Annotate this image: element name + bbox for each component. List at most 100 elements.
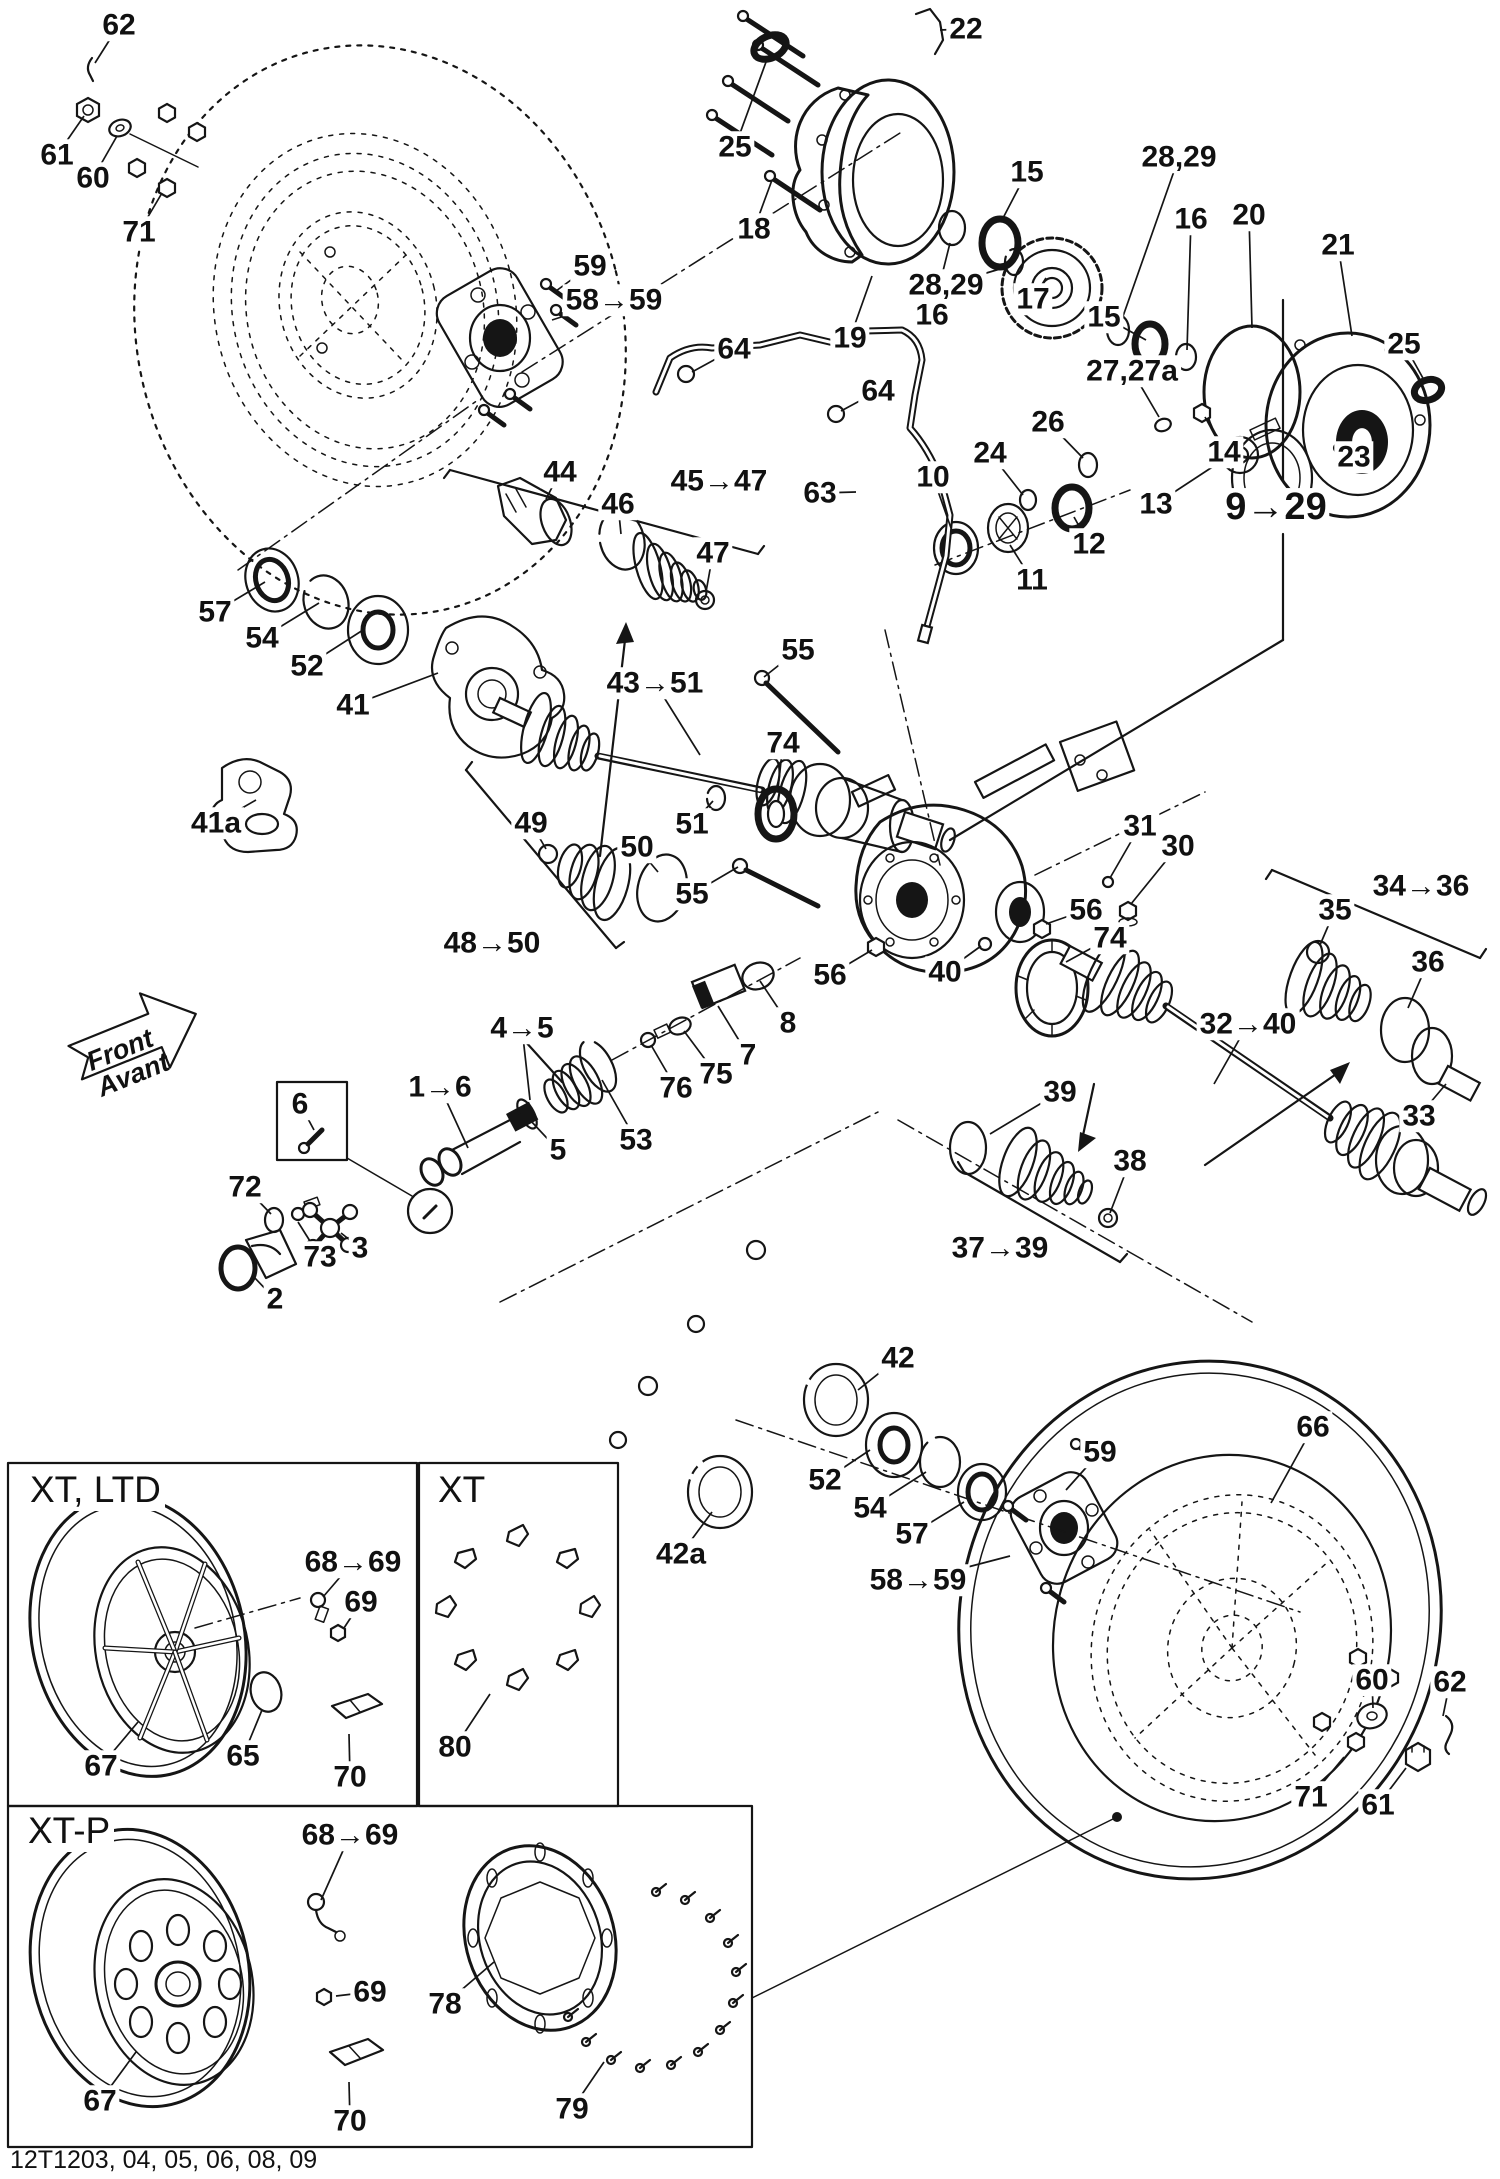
part-callout-56: 56	[1066, 894, 1106, 926]
part-callout-75: 75	[696, 1058, 736, 1090]
part-callout-15: 15	[1084, 301, 1124, 333]
part-callout-30: 30	[1158, 830, 1198, 862]
part-callout-5: 5	[546, 1134, 570, 1166]
part-callout-72: 72	[225, 1171, 265, 1203]
part-callout-1-6: 1→6	[405, 1071, 475, 1103]
part-callout-61: 61	[37, 139, 77, 171]
part-callout-7: 7	[736, 1039, 760, 1071]
inset-title-xt-ltd: XT, LTD	[26, 1469, 165, 1511]
stub-shaft-44	[496, 476, 573, 547]
part-callout-78: 78	[425, 1988, 465, 2020]
bearing-52	[346, 594, 410, 666]
stub-33	[1410, 1026, 1454, 1086]
nut-30	[1118, 900, 1138, 927]
part-callout-21: 21	[1318, 229, 1358, 261]
nut-14	[1192, 402, 1212, 424]
part-callout-60: 60	[1352, 1664, 1392, 1696]
ring-8	[741, 961, 775, 991]
part-callout-17: 17	[1013, 283, 1053, 315]
part-callout-9-29: 9→29	[1222, 487, 1330, 528]
seal-25	[750, 31, 790, 63]
part-callout-10: 10	[913, 461, 953, 493]
cover-19	[791, 86, 870, 264]
circlip-51	[705, 784, 727, 812]
assembly-arrow-down	[1078, 1082, 1096, 1152]
part-callout-62: 62	[1430, 1666, 1470, 1698]
nut-56b	[1032, 918, 1052, 940]
ring-39	[948, 1120, 988, 1176]
part-callout-61: 61	[1358, 1789, 1398, 1821]
bracket-9-29	[948, 298, 1285, 842]
front-left-tire	[133, 44, 627, 616]
part-callout-4-5: 4→5	[487, 1012, 557, 1044]
spacer-7	[690, 963, 747, 1010]
part-callout-52: 52	[805, 1464, 845, 1496]
part-callout-70: 70	[330, 1761, 370, 1793]
hose-fitting-64b	[826, 404, 846, 424]
inset-xt-ltd	[6, 1461, 419, 1808]
part-callout-12: 12	[1069, 528, 1109, 560]
part-callout-76: 76	[656, 1072, 696, 1104]
ring-24	[1018, 488, 1038, 512]
part-callout-42: 42	[878, 1342, 918, 1374]
rear-lug-hardware	[1312, 1647, 1454, 1773]
clamp-53	[578, 1039, 618, 1093]
leader-line-20	[1248, 214, 1253, 329]
left-halfshaft	[491, 691, 956, 854]
leader-line-28-29	[1120, 156, 1180, 323]
front-direction-arrow	[67, 992, 197, 1081]
valve-stem-68-69	[309, 1591, 330, 1623]
part-callout-43-51: 43→51	[603, 667, 707, 699]
part-callout-15: 15	[1007, 156, 1047, 188]
ring-31	[1101, 875, 1115, 889]
center-cap-65	[249, 1671, 283, 1713]
part-callout-57: 57	[892, 1518, 932, 1550]
mudflap-brackets-80	[434, 1523, 602, 1692]
bolt-55b	[731, 857, 821, 909]
front-wheel-hub	[237, 132, 901, 571]
yoke-2	[218, 1228, 298, 1292]
left-axle-group	[208, 468, 956, 950]
part-callout-11: 11	[1013, 564, 1051, 596]
part-callout-62: 62	[99, 9, 139, 41]
part-callout-55: 55	[672, 878, 712, 910]
part-callout-79: 79	[552, 2093, 592, 2125]
assembly-arrow	[598, 622, 634, 858]
tone-ring-74	[754, 785, 798, 843]
part-callout-24: 24	[970, 437, 1010, 469]
part-callout-23: 23	[1334, 441, 1374, 473]
valve-nut-69	[329, 1623, 347, 1643]
front-lug-hardware	[75, 56, 207, 199]
plug-49	[537, 843, 559, 865]
part-callout-13: 13	[1136, 488, 1176, 520]
part-callout-14: 14	[1204, 436, 1244, 468]
snap-ring-54b	[918, 1435, 962, 1489]
part-callout-16: 16	[1171, 203, 1211, 235]
part-callout-65: 65	[223, 1740, 263, 1772]
inset-title-xt: XT	[434, 1469, 490, 1511]
part-callout-40: 40	[925, 956, 965, 988]
prop-shaft-1-6	[419, 1039, 618, 1187]
clamp-47	[694, 589, 716, 611]
part-callout-18: 18	[734, 213, 774, 245]
part-callout-64: 64	[714, 333, 754, 365]
part-callout-56: 56	[810, 959, 850, 991]
part-callout-67: 67	[80, 2085, 120, 2117]
coupler-11	[986, 502, 1030, 554]
kit-bracket-48-50	[464, 760, 626, 950]
kit-bracket-34-36	[1264, 868, 1488, 960]
part-callout-73: 73	[300, 1241, 340, 1273]
part-callout-50: 50	[617, 831, 657, 863]
part-callout-39: 39	[1040, 1076, 1080, 1108]
part-callout-71: 71	[1291, 1781, 1331, 1813]
part-callout-31: 31	[1120, 810, 1160, 842]
diff-housing-21	[1230, 331, 1432, 528]
kit-bracket-37-39	[956, 1160, 1129, 1264]
part-callout-66: 66	[1293, 1411, 1333, 1443]
part-callout-41: 41	[333, 689, 373, 721]
differential-cover-assembly	[705, 7, 1446, 842]
knuckle-42	[686, 1239, 870, 1438]
part-callout-49: 49	[511, 807, 551, 839]
